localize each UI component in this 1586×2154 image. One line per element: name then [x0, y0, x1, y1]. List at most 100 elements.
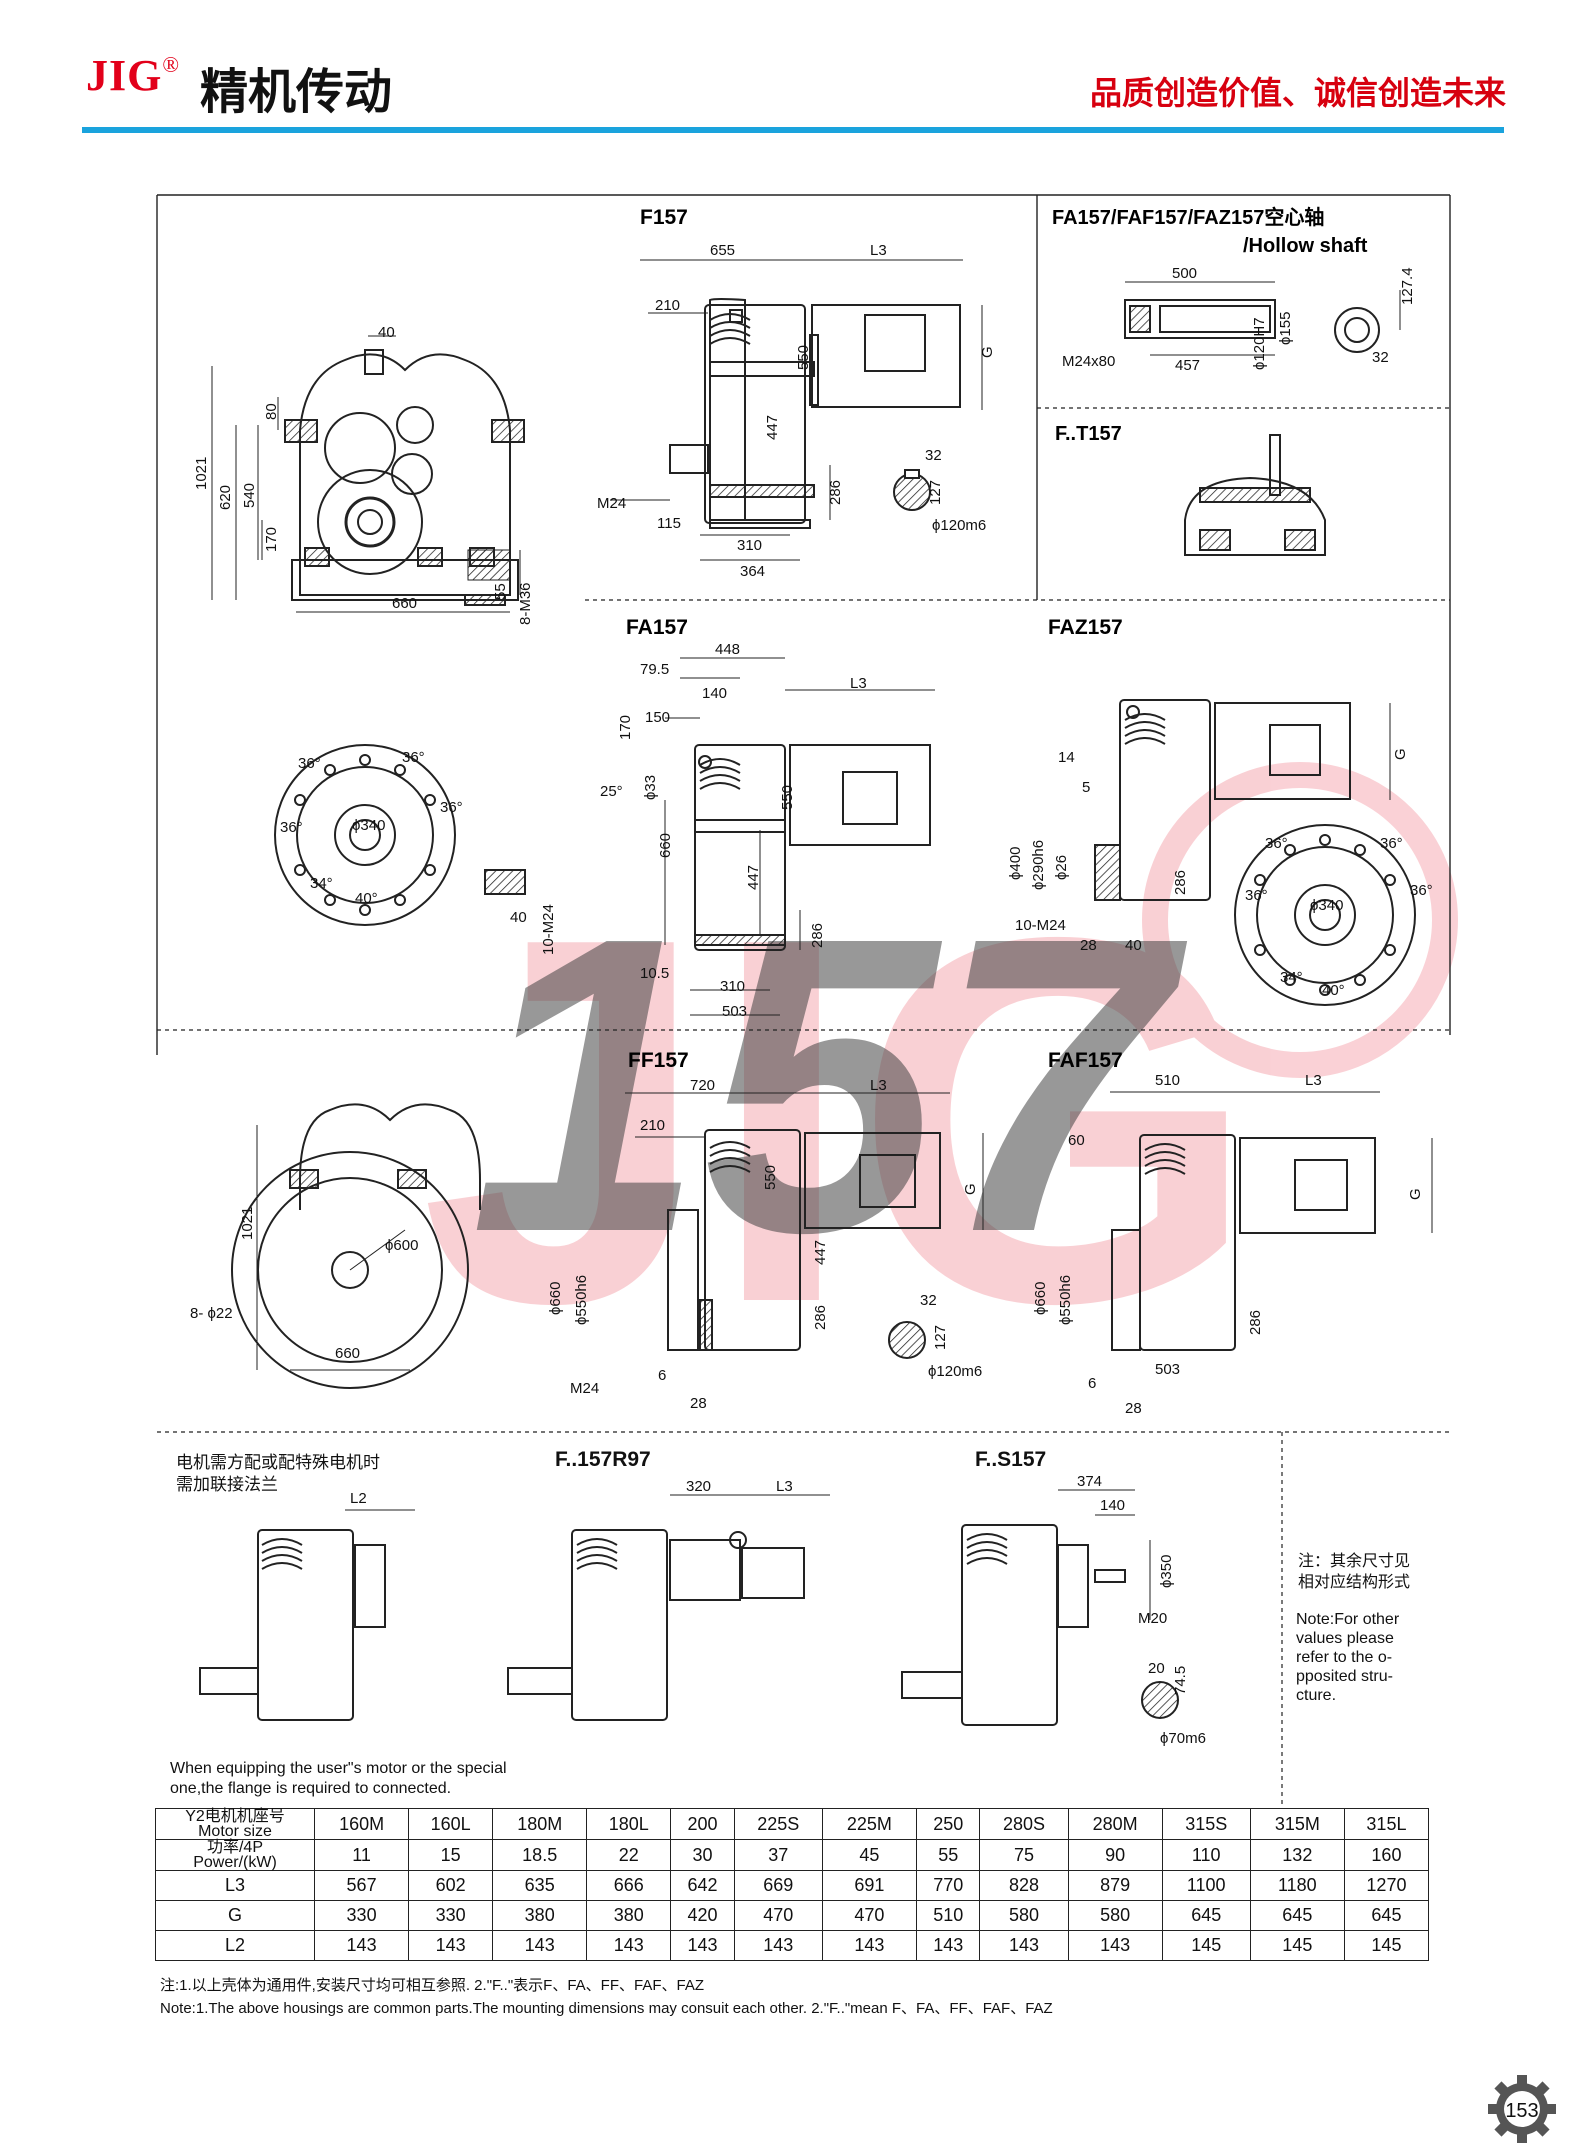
dim-fs157-m20: M20	[1138, 1610, 1168, 1627]
title-fa157: FA157	[626, 616, 688, 639]
dim-fa157-40: 40	[510, 909, 527, 926]
table-cell: 45	[821, 1839, 917, 1871]
dim-f157-phi120: ϕ120m6	[932, 517, 986, 534]
dim-fa157-36deg-b: 36°	[402, 749, 425, 766]
front-view-dimlines	[211, 335, 521, 613]
dim-f157-447: 447	[764, 415, 781, 440]
table-row-l3: L3 567 602 635 666 642 669 691 770 828 8…	[155, 1870, 1430, 1901]
dim-ff157-32: 32	[920, 1292, 937, 1309]
dim-faz157-phi290h6: ϕ290h6	[1030, 840, 1047, 890]
fs157-view	[901, 1524, 1179, 1726]
table-cell: 22	[586, 1839, 672, 1871]
side-view-faz157	[1094, 699, 1351, 901]
dim-faz157-36deg-b: 36°	[1380, 835, 1403, 852]
dim-faz157-phi340: ϕ340	[1310, 897, 1343, 914]
dim-faz157-phi26: ϕ26	[1053, 855, 1070, 880]
table-cell: 15	[408, 1839, 494, 1871]
frame	[156, 194, 1451, 1055]
table-cell: 160M	[313, 1808, 410, 1840]
dim-f157-115: 115	[657, 515, 681, 532]
f157-dimlines	[610, 259, 983, 561]
dim-faz157-28: 28	[1080, 937, 1097, 954]
dim-faz157-40: 40	[1125, 937, 1142, 954]
dim-faz157-36deg-a: 36°	[1265, 835, 1288, 852]
table-cell: 225M	[821, 1808, 917, 1840]
dim-f157-550: 550	[795, 345, 812, 370]
table-cell: 280S	[979, 1808, 1069, 1840]
table-cell: 580	[1067, 1900, 1163, 1931]
table-cell: 143	[408, 1930, 494, 1961]
dim-f157-310: 310	[737, 537, 762, 554]
dim-fa157-36deg-a: 36°	[298, 755, 321, 772]
side-view-faf157	[1111, 1134, 1376, 1351]
dim-f157-540: 540	[241, 483, 258, 508]
dim-fs157-phi70m6: ϕ70m6	[1160, 1730, 1206, 1747]
dim-faz157-14: 14	[1058, 749, 1075, 766]
table-cell: 160	[1343, 1839, 1430, 1871]
dim-fa157-phi340: ϕ340	[352, 817, 385, 834]
dim-fa157-10-m24: 10-M24	[540, 904, 557, 955]
watermark-logo-letters: JIG	[420, 830, 1258, 1411]
table-cell: 143	[313, 1930, 410, 1961]
dim-ff157-447: 447	[812, 1240, 829, 1265]
side-view-fa157	[694, 744, 931, 951]
dim-faz157-286: 286	[1172, 870, 1189, 895]
table-cell: 645	[1343, 1900, 1430, 1931]
table-cell: 90	[1067, 1839, 1163, 1871]
table-cell: 770	[915, 1870, 981, 1901]
table-cell: 645	[1161, 1900, 1251, 1931]
table-cell: 330	[313, 1900, 410, 1931]
dim-fs157-140: 140	[1100, 1497, 1126, 1514]
side-view-ff157	[667, 1129, 941, 1351]
dim-fa157-170: 170	[617, 715, 634, 740]
table-cell: 143	[979, 1930, 1069, 1961]
fr97-view	[507, 1529, 805, 1721]
hollow-shaft-section	[1124, 299, 1380, 353]
dim-f157-620: 620	[217, 485, 234, 510]
dim-ff157-m24: M24	[570, 1380, 599, 1397]
dim-faz157-phi400: ϕ400	[1007, 847, 1024, 880]
title-faf157: FAF157	[1048, 1049, 1123, 1072]
table-cell: 55	[915, 1839, 981, 1871]
dim-ff157-660: 660	[335, 1345, 360, 1362]
title-ft157: F..T157	[1055, 423, 1122, 445]
dim-faz157-5: 5	[1082, 779, 1090, 796]
table-cell: 380	[586, 1900, 672, 1931]
dim-faf157-l3: L3	[1305, 1072, 1322, 1089]
table-cell: 75	[979, 1839, 1069, 1871]
dim-ff157-phi120m6: ϕ120m6	[928, 1363, 982, 1380]
dim-fa157-150: 150	[645, 709, 670, 726]
page-number-gear-icon: 153	[1488, 2075, 1556, 2143]
dim-f157-8-m36: 8-M36	[517, 582, 534, 625]
table-cell: 380	[492, 1900, 588, 1931]
table-cell: 470	[821, 1900, 917, 1931]
table-cell: 37	[733, 1839, 823, 1871]
dim-f157-1021: 1021	[193, 457, 210, 490]
dim-fa157-36deg-c: 36°	[280, 819, 303, 836]
table-cell: 11	[313, 1839, 410, 1871]
dim-faz157-10-m24: 10-M24	[1015, 917, 1066, 934]
table-cell: 280M	[1067, 1808, 1163, 1840]
dim-fs157-20: 20	[1148, 1660, 1165, 1677]
table-cell: 180M	[492, 1808, 588, 1840]
table-row-g: G 330 330 380 380 420 470 470 510 580 58…	[155, 1900, 1430, 1931]
side-view-f157	[669, 298, 961, 529]
dim-fa157-l3: L3	[850, 675, 867, 692]
header-rule	[82, 127, 1504, 133]
dim-ff157-8-phi22: 8- ϕ22	[190, 1305, 233, 1322]
dim-hollow-500: 500	[1172, 265, 1197, 282]
dim-fa157-40deg: 40°	[355, 890, 378, 907]
dim-ff157-l3: L3	[870, 1077, 887, 1094]
side-note-cn-1: 注：其余尺寸见	[1298, 1553, 1411, 1570]
side-note-cn-2: 相对应结构形式	[1298, 1574, 1411, 1591]
dim-adapter-l2: L2	[350, 1490, 367, 1507]
subtitle-hollow-shaft: /Hollow shaft	[1243, 235, 1368, 257]
dim-fa157-79-5: 79.5	[640, 661, 669, 678]
dim-faf157-g: G	[1407, 1188, 1424, 1200]
page-number: 153	[1505, 2100, 1538, 2122]
title-fs157: F..S157	[975, 1448, 1047, 1471]
dim-faf157-510: 510	[1155, 1072, 1180, 1089]
